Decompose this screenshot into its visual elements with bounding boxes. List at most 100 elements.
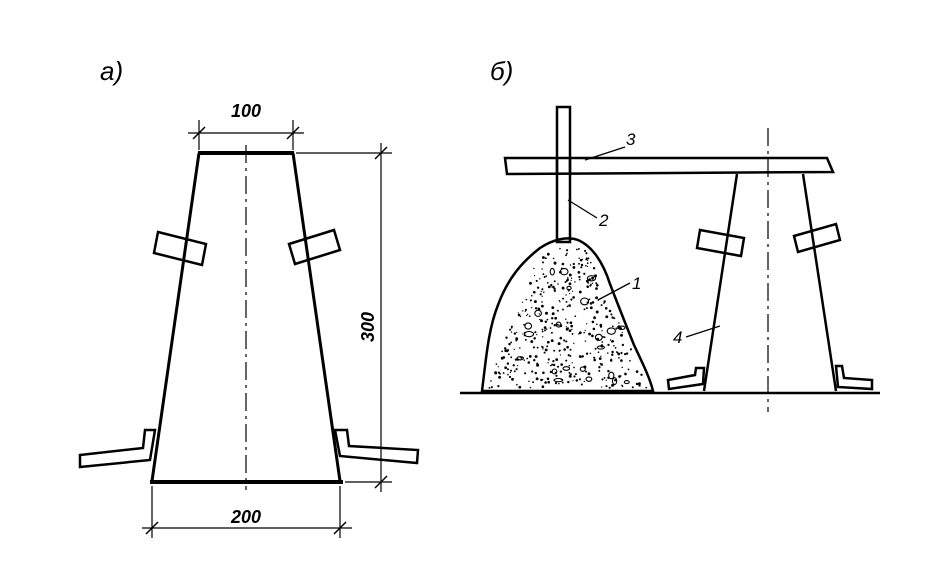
concrete-speckle: [609, 339, 612, 341]
concrete-speckle: [510, 331, 513, 333]
concrete-speckle: [536, 346, 539, 349]
dim-top-tick-left: [192, 126, 206, 140]
removed-cone-foot-left: [666, 366, 706, 391]
concrete-speckle: [536, 363, 540, 367]
concrete-speckle: [531, 306, 533, 309]
concrete-speckle: [580, 263, 584, 267]
concrete-speckle: [526, 314, 528, 317]
concrete-speckle: [554, 316, 558, 320]
concrete-speckle: [584, 329, 586, 332]
concrete-speckle: [591, 334, 594, 338]
concrete-speckle: [607, 369, 610, 373]
concrete-pebble: [585, 376, 593, 382]
concrete-speckle: [535, 377, 539, 381]
concrete-speckle: [578, 262, 580, 265]
concrete-speckle: [569, 264, 572, 266]
concrete-speckle: [555, 374, 558, 377]
concrete-speckle: [535, 279, 538, 282]
concrete-speckle: [586, 262, 589, 265]
concrete-speckle: [555, 358, 559, 361]
concrete-speckle: [580, 266, 583, 269]
concrete-speckle: [585, 258, 588, 261]
concrete-speckle: [551, 306, 555, 309]
removed-cone-left-wall: [702, 173, 739, 392]
concrete-speckle: [509, 328, 512, 331]
concrete-speckle: [589, 302, 593, 305]
concrete-speckle: [561, 262, 565, 266]
concrete-speckle: [498, 375, 502, 379]
concrete-speckle: [566, 305, 569, 308]
concrete-speckle: [571, 332, 574, 335]
concrete-speckle: [551, 317, 554, 320]
concrete-speckle: [532, 346, 535, 349]
concrete-speckle: [595, 296, 599, 300]
concrete-speckle: [530, 340, 534, 344]
concrete-speckle: [565, 294, 567, 296]
concrete-speckle: [513, 370, 516, 373]
concrete-speckle: [516, 364, 519, 367]
callout-2: 2: [598, 211, 609, 230]
concrete-speckle: [513, 332, 517, 335]
concrete-pebble: [596, 345, 605, 350]
concrete-speckle: [533, 359, 536, 362]
concrete-speckle: [511, 377, 514, 381]
concrete-speckle: [499, 372, 502, 375]
concrete-speckle: [557, 283, 559, 285]
concrete-speckle: [553, 280, 556, 283]
concrete-speckle: [573, 366, 575, 369]
concrete-speckle: [576, 248, 578, 251]
concrete-speckle: [591, 282, 594, 284]
concrete-speckle: [559, 354, 562, 356]
concrete-speckle: [567, 354, 570, 357]
concrete-speckle: [583, 272, 586, 275]
concrete-speckle: [572, 265, 576, 269]
concrete-speckle: [569, 321, 573, 324]
concrete-speckle: [570, 324, 574, 328]
concrete-speckle: [524, 308, 528, 311]
concrete-speckle: [577, 247, 580, 250]
concrete-speckle: [525, 298, 528, 301]
concrete-speckle: [586, 259, 589, 261]
concrete-pebble: [549, 267, 555, 276]
concrete-speckle: [562, 308, 564, 311]
concrete-speckle: [596, 323, 598, 326]
concrete-speckle: [595, 287, 598, 290]
dim-top-width-label: 100: [231, 101, 261, 121]
concrete-speckle: [578, 333, 580, 335]
concrete-speckle: [572, 296, 575, 299]
concrete-speckle: [490, 380, 492, 382]
concrete-speckle: [586, 265, 589, 268]
concrete-speckle: [605, 315, 609, 319]
concrete-speckle: [552, 360, 555, 363]
concrete-speckle: [568, 282, 572, 286]
concrete-speckle: [571, 328, 573, 331]
concrete-speckle: [620, 351, 623, 355]
concrete-speckle: [620, 333, 623, 337]
dim-bottom-tick-right: [333, 521, 347, 535]
concrete-speckle: [540, 378, 543, 382]
concrete-speckle: [578, 257, 580, 259]
concrete-speckle: [595, 282, 598, 285]
concrete-speckle: [542, 371, 545, 375]
concrete-speckle: [621, 384, 623, 387]
concrete-speckle: [508, 342, 511, 346]
concrete-speckle: [554, 381, 558, 385]
concrete-speckle: [578, 331, 582, 335]
concrete-speckle: [603, 376, 606, 379]
concrete-speckle: [631, 386, 634, 389]
concrete-speckle: [556, 309, 559, 312]
concrete-speckle: [506, 362, 510, 365]
concrete-speckle: [617, 352, 621, 356]
concrete-speckle: [558, 382, 560, 385]
concrete-speckle: [553, 287, 556, 290]
concrete-speckle: [501, 350, 503, 353]
concrete-speckle: [545, 311, 548, 315]
concrete-speckle: [614, 347, 617, 349]
concrete-speckle: [536, 286, 540, 289]
concrete-speckle: [550, 339, 554, 343]
concrete-pebble: [553, 377, 564, 383]
concrete-speckle: [583, 331, 585, 334]
concrete-speckle: [546, 318, 549, 321]
concrete-speckle: [540, 290, 542, 293]
